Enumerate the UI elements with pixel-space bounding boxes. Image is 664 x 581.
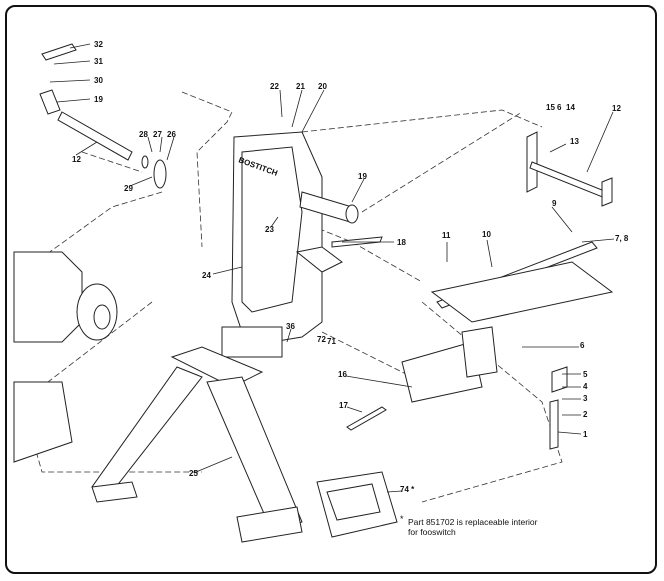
callout: 6 [557, 103, 562, 112]
callout: 21 [296, 82, 305, 91]
part-main-frame: BOSTITCH [221, 131, 359, 358]
callout: 1 [583, 430, 588, 439]
callout: 25 [189, 469, 198, 478]
callout: 26 [167, 130, 176, 139]
part-stand [91, 346, 303, 543]
part-motor [13, 251, 118, 463]
callout: 11 [442, 231, 451, 240]
callout: 24 [202, 271, 211, 280]
callout: 2 [583, 410, 588, 419]
callout: 9 [552, 199, 557, 208]
callout: 17 [339, 401, 348, 410]
exploded-parts-diagram: BOSTITCH 32 [13, 40, 629, 543]
callout: 18 [397, 238, 406, 247]
callout: 27 [153, 130, 162, 139]
callout: 74 * [400, 485, 415, 494]
footnote-line: Part 851702 is replaceable interior [408, 517, 538, 527]
callout: 72 [317, 335, 326, 344]
part-handle-assembly [39, 43, 167, 189]
callout: 7, 8 [615, 234, 629, 243]
callout: 15 [546, 103, 555, 112]
callout: 4 [583, 382, 588, 391]
callout: 31 [94, 57, 103, 66]
callout: 22 [270, 82, 279, 91]
part-footswitch [316, 471, 398, 538]
footnote: Part 851702 is replaceable interior for … [408, 517, 537, 537]
callout: 19 [94, 95, 103, 104]
part-rod-assembly [295, 131, 614, 323]
callout: 12 [612, 104, 621, 113]
callout: 14 [566, 103, 575, 112]
callout: 16 [338, 370, 347, 379]
callout: 28 [139, 130, 148, 139]
callout: 29 [124, 184, 133, 193]
callout: 5 [583, 370, 588, 379]
callout: 23 [265, 225, 274, 234]
callout: 19 [358, 172, 367, 181]
footnote-line: for fooswitch [408, 527, 456, 537]
footnote-mark: * [400, 514, 404, 524]
diagram-frame: BOSTITCH 32 [5, 5, 657, 574]
callout: 10 [482, 230, 491, 239]
callout: 71 [327, 337, 336, 346]
callout: 6 [580, 341, 585, 350]
callout: 12 [72, 155, 81, 164]
callout: 30 [94, 76, 103, 85]
callout-labels: 32 31 30 19 12 28 27 26 29 22 21 20 19 2… [72, 40, 629, 494]
callout: 36 [286, 322, 295, 331]
callout: 13 [570, 137, 579, 146]
callout: 32 [94, 40, 103, 49]
callout: 20 [318, 82, 327, 91]
part-switch-bracket [346, 326, 568, 450]
callout: 3 [583, 394, 588, 403]
